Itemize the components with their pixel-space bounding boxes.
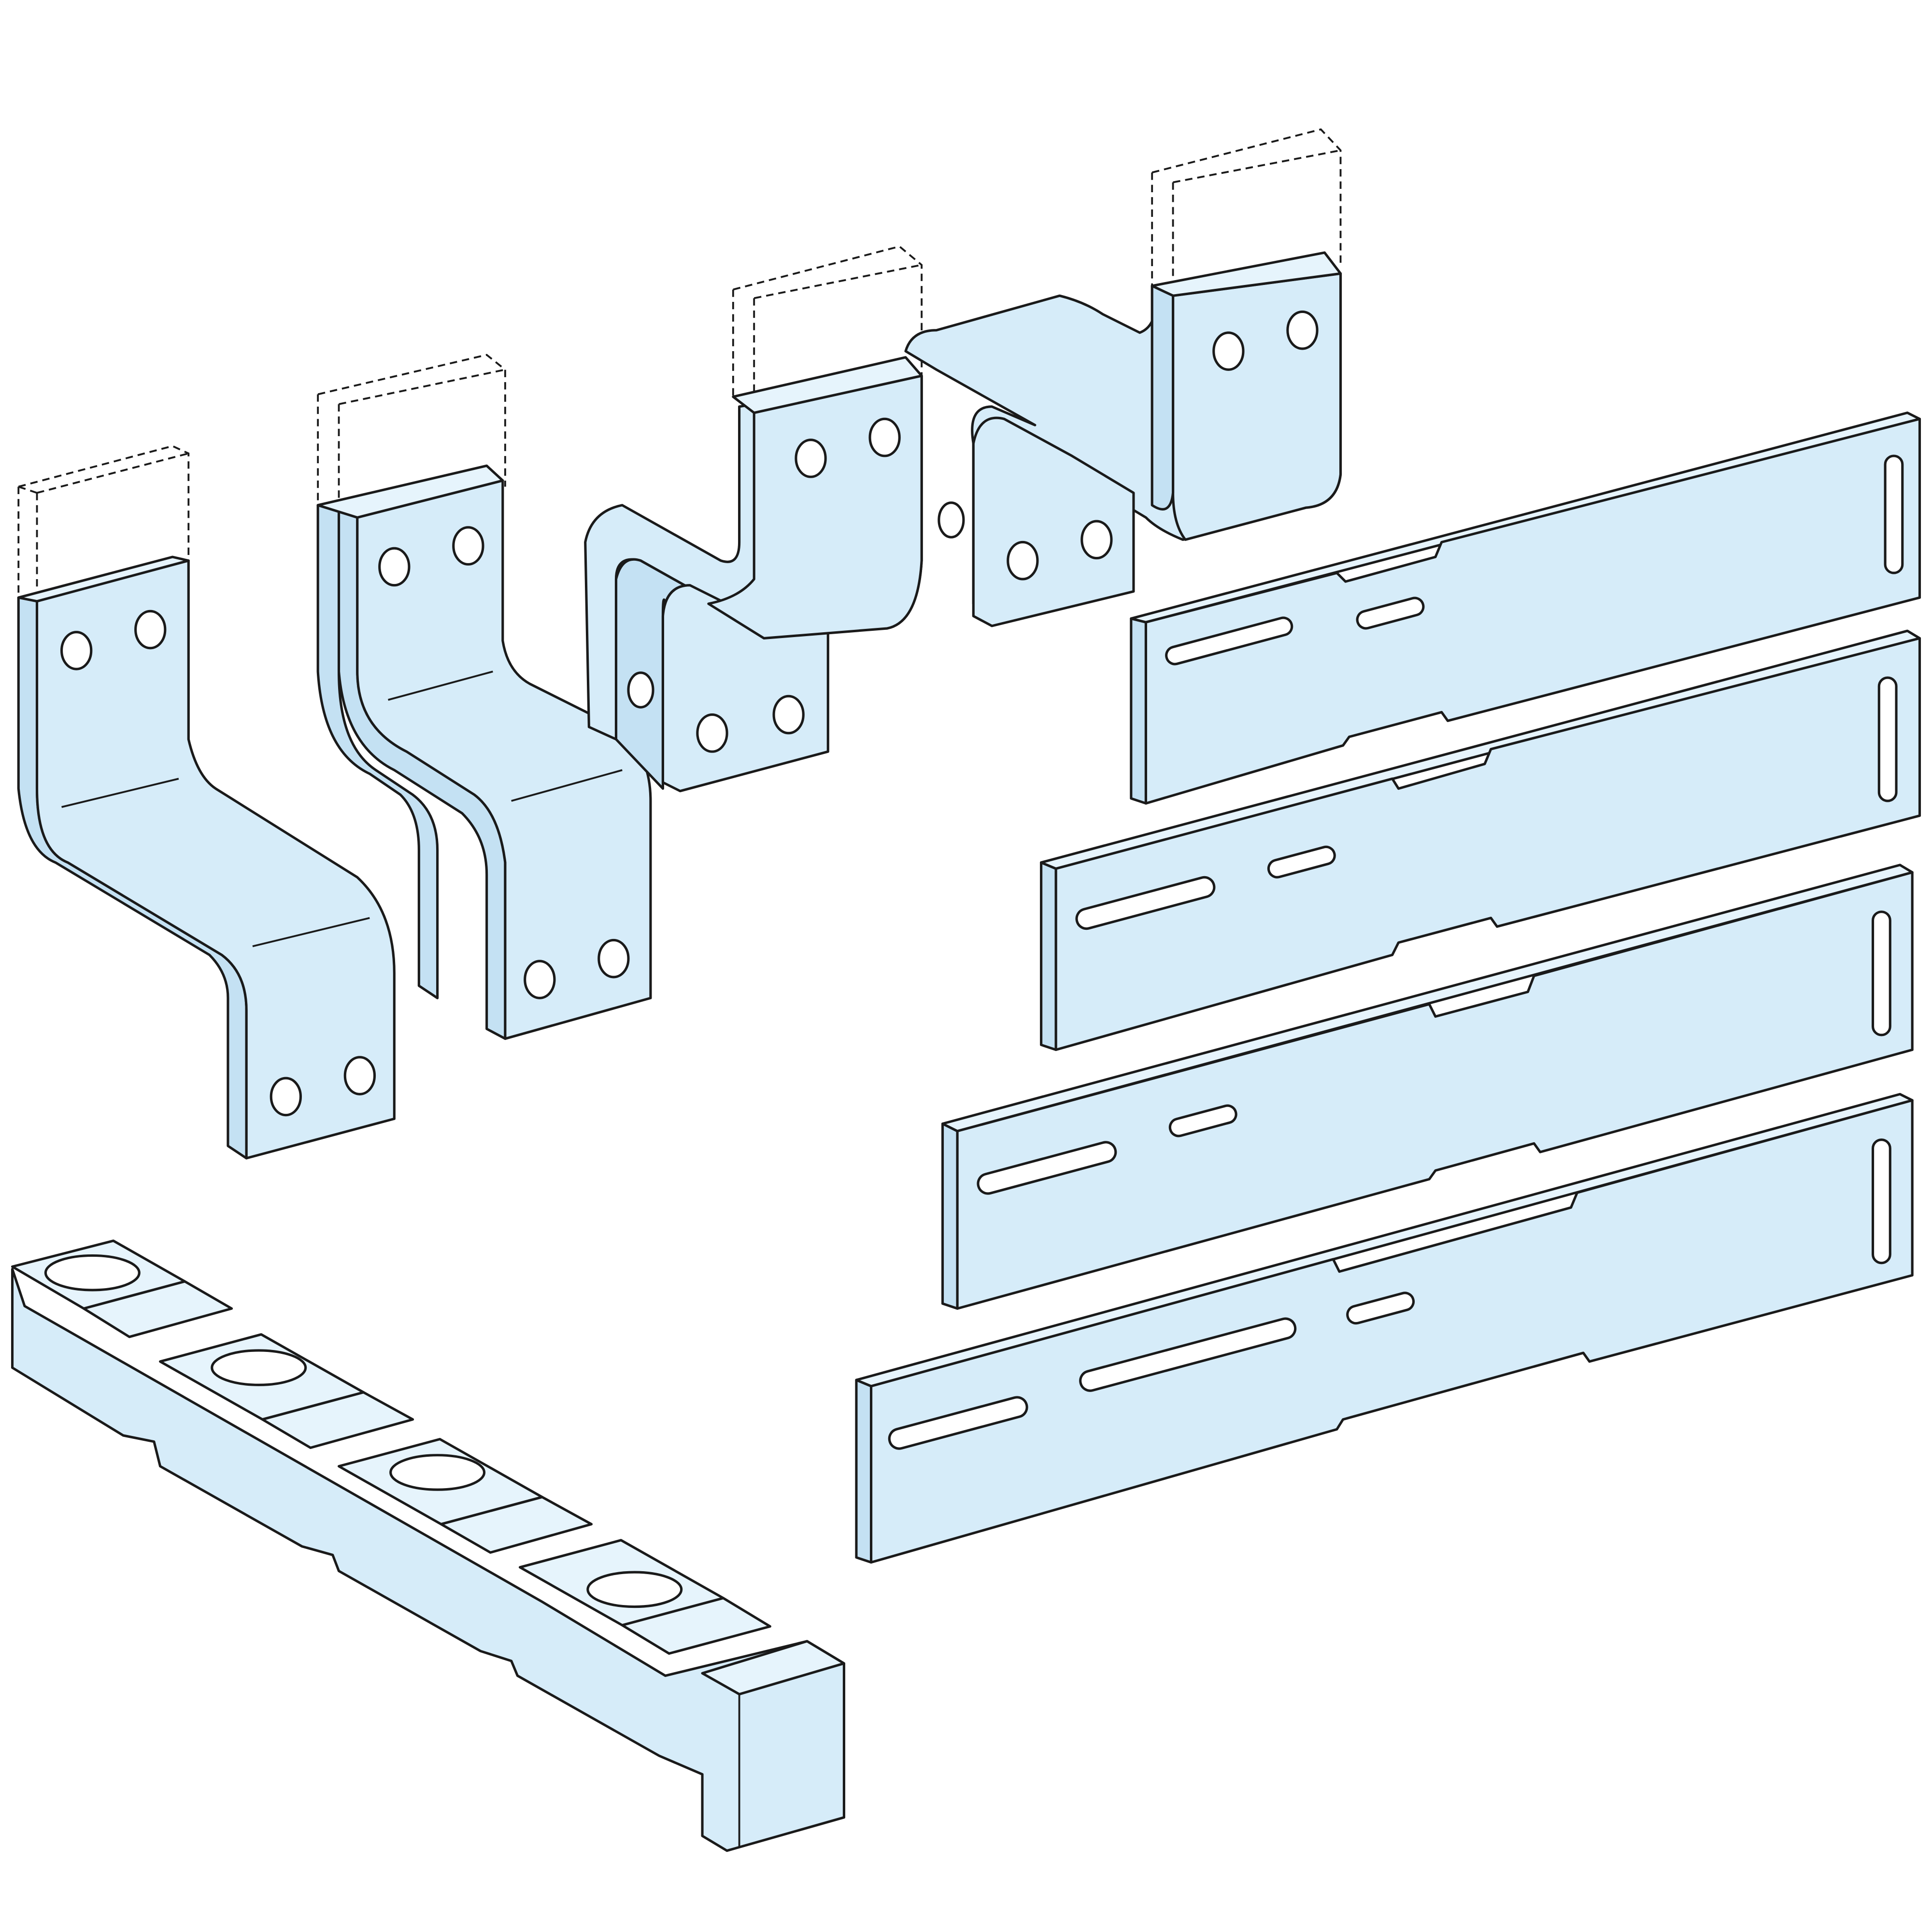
support-plate-1 bbox=[1130, 412, 1921, 805]
block-segment bbox=[518, 1539, 771, 1655]
busbar-support-block bbox=[11, 1239, 845, 1852]
support-plate-3 bbox=[941, 864, 1914, 1310]
support-plate-4 bbox=[855, 1093, 1914, 1564]
connection-bar-3 bbox=[584, 245, 923, 793]
block-segment bbox=[159, 1333, 414, 1449]
support-plate-2 bbox=[1040, 629, 1921, 1051]
connection-bar-2 bbox=[316, 354, 652, 1040]
connection-bar-1 bbox=[17, 445, 396, 1160]
block-segment bbox=[11, 1239, 233, 1338]
connection-bar-4 bbox=[904, 128, 1342, 627]
block-segment bbox=[337, 1438, 593, 1554]
